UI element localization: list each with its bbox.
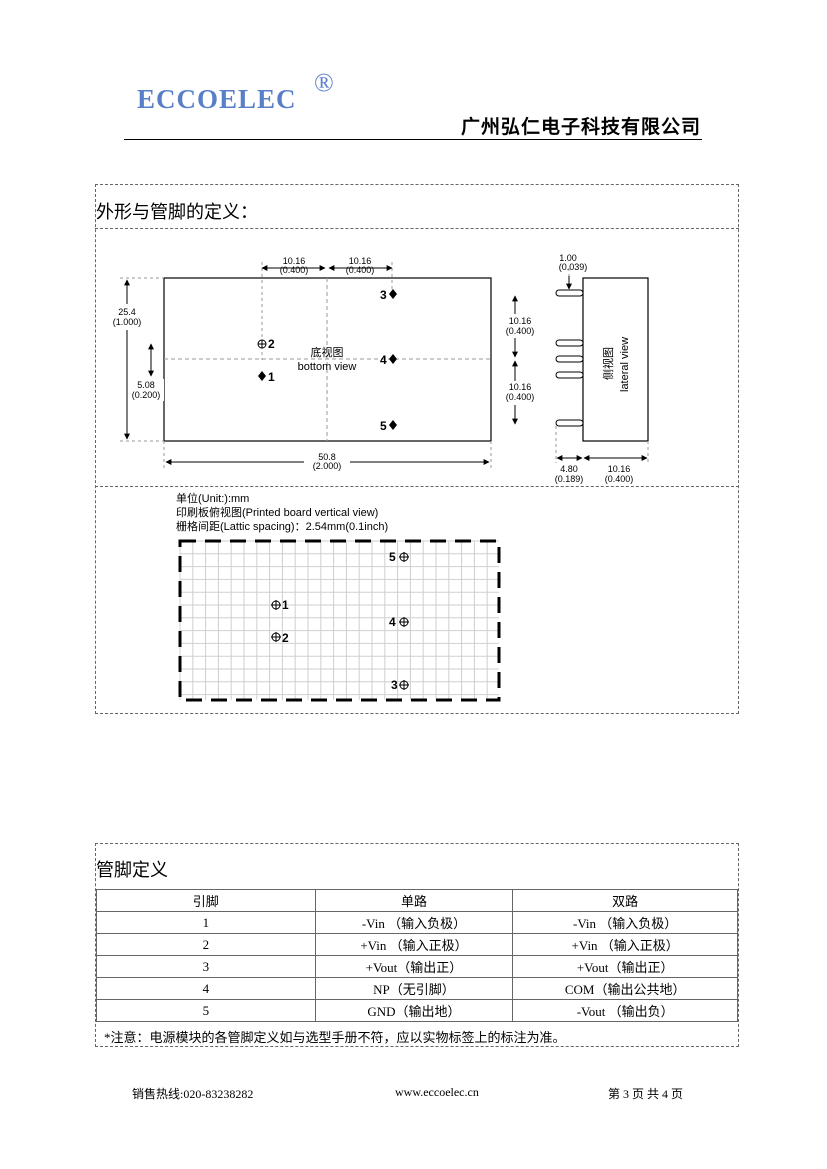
side-view-en: lateral view — [619, 337, 631, 392]
header-pin: 引脚 — [96, 889, 316, 912]
company-name: 广州弘仁电子科技有限公司 — [460, 116, 701, 138]
single-def: -Vin （输入负极） — [314, 911, 514, 934]
dim-left-h-in: (1.000) — [113, 317, 142, 327]
svg-text:3: 3 — [380, 288, 387, 302]
pin-table-note: *注意：电源模块的各管脚定义如与选型手册不符，应以实物标签上的标注为准。 — [104, 1030, 566, 1045]
company-logo: ECCOELEC — [137, 84, 297, 114]
outline-divider-2 — [95, 486, 739, 487]
outline-divider-1 — [95, 228, 739, 229]
dim-width: 50.8 — [318, 452, 336, 462]
pin-definition-section — [95, 843, 739, 1047]
pin-table-header: 引脚 单路 双路 — [96, 889, 738, 912]
single-def: GND（输出地） — [314, 999, 514, 1022]
pcb-notes: 单位(Unit:):mm 印刷板俯视图(Printed board vertic… — [176, 492, 388, 534]
dim-right-a: 10.16 — [509, 316, 532, 326]
svg-text:1: 1 — [268, 370, 275, 384]
bottom-pin-2: 2 — [257, 337, 275, 351]
table-row: 1 -Vin （输入负极） -Vin （输入负极） — [96, 911, 738, 934]
pcb-pin-2: 2 — [271, 631, 289, 645]
svg-text:1: 1 — [282, 598, 289, 612]
footer-page-number: 第 3 页 共 4 页 — [608, 1087, 684, 1101]
single-def: NP（无引脚） — [314, 977, 514, 1000]
pin-number: 4 — [96, 977, 316, 1000]
dim-side-top: 1.00 — [559, 253, 577, 263]
dim-side-a-in: (0.189) — [555, 474, 584, 484]
header-dual: 双路 — [512, 889, 738, 912]
table-row: 4 NP（无引脚） COM（输出公共地） — [96, 977, 738, 1000]
svg-text:3: 3 — [391, 678, 398, 692]
header-single: 单路 — [314, 889, 514, 912]
table-row: 5 GND（输出地） -Vout （输出负） — [96, 999, 738, 1022]
dim-side-a: 4.80 — [560, 464, 578, 474]
dim-side-b: 10.16 — [608, 464, 631, 474]
dim-left-s-in: (0.200) — [132, 390, 161, 400]
pcb-pin-3: 3 — [391, 678, 409, 692]
pin-table: 引脚 单路 双路 1 -Vin （输入负极） -Vin （输入负极） 2 +Vi… — [96, 889, 738, 1022]
dim-top-b-in: (0.400) — [346, 265, 375, 275]
pcb-grid — [179, 540, 499, 700]
side-pins — [555, 289, 584, 427]
registered-mark: ® — [314, 68, 334, 97]
table-row: 3 +Vout（输出正） +Vout（输出正） — [96, 955, 738, 978]
dim-right-b-in: (0.400) — [506, 392, 535, 402]
pin-number: 5 — [96, 999, 316, 1022]
outline-section — [95, 184, 739, 714]
dim-top-a: 10.16 — [283, 256, 306, 266]
pin-table-title: 管脚定义 — [96, 860, 168, 881]
svg-text:2: 2 — [282, 631, 289, 645]
dim-left-s: 5.08 — [137, 380, 155, 390]
pcb-pin-5: 5 — [389, 550, 409, 564]
dual-def: -Vout （输出负） — [512, 999, 738, 1022]
dim-side-b-in: (0.400) — [605, 474, 634, 484]
pin-number: 2 — [96, 933, 316, 956]
svg-text:2: 2 — [268, 337, 275, 351]
dim-right-a-in: (0.400) — [506, 326, 535, 336]
module-side-outline — [582, 277, 649, 442]
header-divider — [124, 139, 702, 140]
pcb-view: 印刷板俯视图(Printed board vertical view) — [176, 507, 379, 519]
svg-text:4: 4 — [389, 615, 396, 629]
table-row: 2 +Vin （输入正极） +Vin （输入正极） — [96, 933, 738, 956]
svg-text:5: 5 — [389, 550, 396, 564]
dim-right-b: 10.16 — [509, 382, 532, 392]
dim-width-in: (2.000) — [313, 461, 342, 471]
bottom-pin-4: 4 — [380, 353, 397, 367]
single-def: +Vout（输出正） — [314, 955, 514, 978]
pin-number: 1 — [96, 911, 316, 934]
footer-hotline: 销售热线:020-83238282 — [132, 1087, 254, 1101]
dual-def: +Vin （输入正极） — [512, 933, 738, 956]
pcb-pin-4: 4 — [389, 615, 409, 629]
dim-top-a-in: (0.400) — [280, 265, 309, 275]
bottom-pin-1: 1 — [258, 370, 275, 384]
bottom-pin-5: 5 — [380, 419, 397, 433]
dim-side-top-in: (0.039) — [559, 262, 588, 272]
side-view-cn: 侧视图 — [601, 347, 615, 380]
dual-def: -Vin （输入负极） — [512, 911, 738, 934]
svg-text:4: 4 — [380, 353, 387, 367]
pcb-unit: 单位(Unit:):mm — [176, 493, 250, 505]
outline-title: 外形与管脚的定义： — [96, 202, 258, 223]
dual-def: +Vout（输出正） — [512, 955, 738, 978]
bottom-view-cn: 底视图 — [311, 345, 344, 359]
single-def: +Vin （输入正极） — [314, 933, 514, 956]
dual-def: COM（输出公共地） — [512, 977, 738, 1000]
bottom-pin-3: 3 — [380, 288, 397, 302]
bottom-view-en: bottom view — [298, 361, 357, 373]
dim-top-b: 10.16 — [349, 256, 372, 266]
pin-number: 3 — [96, 955, 316, 978]
svg-text:5: 5 — [380, 419, 387, 433]
dim-left-h: 25.4 — [118, 307, 136, 317]
pcb-spacing: 栅格间距(Lattic spacing)：2.54mm(0.1inch) — [176, 521, 389, 533]
pcb-pin-1: 1 — [271, 598, 289, 612]
footer-website[interactable]: www.eccoelec.cn — [395, 1085, 479, 1099]
pcb-outline — [178, 539, 501, 702]
